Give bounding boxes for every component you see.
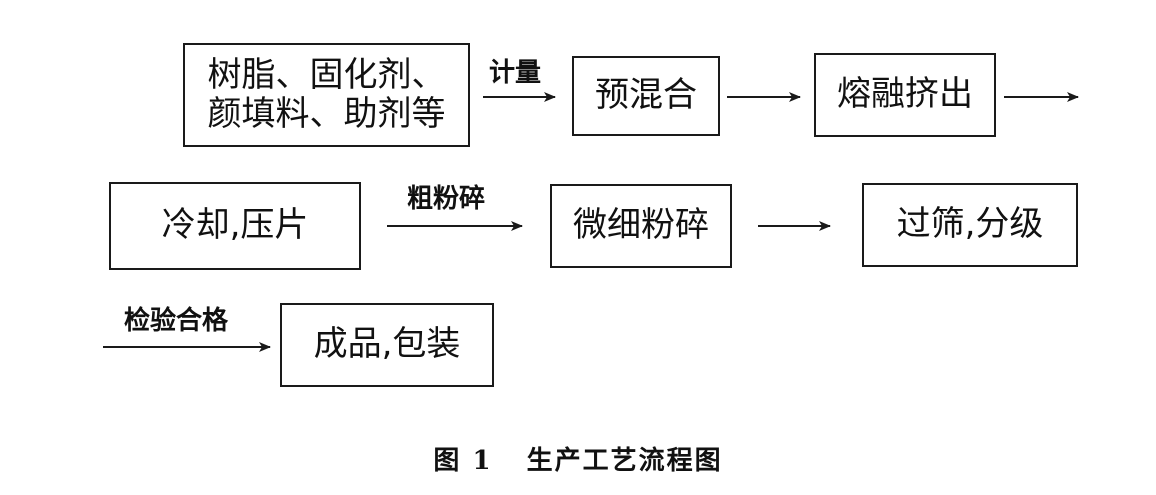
step-fine-grind: 微细粉碎: [550, 184, 732, 268]
step-raw-materials: 树脂、固化剂、 颜填料、助剂等: [183, 43, 470, 147]
melt-extrude-label: 熔融挤出: [837, 74, 973, 115]
premix-label: 预混合: [595, 75, 697, 116]
figure-title: 生产工艺流程图: [526, 446, 723, 476]
step-sieve-grade: 过筛,分级: [862, 183, 1078, 267]
figure-caption: 图 1 生产工艺流程图: [0, 440, 1156, 477]
sieve-grade-label: 过筛,分级: [896, 204, 1044, 245]
label-metering: 计量: [489, 58, 542, 88]
product-pack-label: 成品,包装: [313, 324, 461, 365]
label-coarse-grind: 粗粉碎: [407, 184, 486, 214]
figure-number: 图 1: [433, 446, 493, 476]
cool-press-label: 冷却,压片: [161, 205, 309, 246]
step-product-pack: 成品,包装: [280, 303, 494, 387]
label-inspection: 检验合格: [124, 306, 229, 336]
step-cool-press: 冷却,压片: [109, 182, 361, 270]
fine-grind-label: 微细粉碎: [573, 205, 709, 246]
step-premix: 预混合: [572, 56, 720, 136]
raw-materials-line-2: 颜填料、助剂等: [207, 94, 446, 134]
step-melt-extrude: 熔融挤出: [814, 53, 996, 137]
raw-materials-line-1: 树脂、固化剂、: [207, 54, 446, 95]
